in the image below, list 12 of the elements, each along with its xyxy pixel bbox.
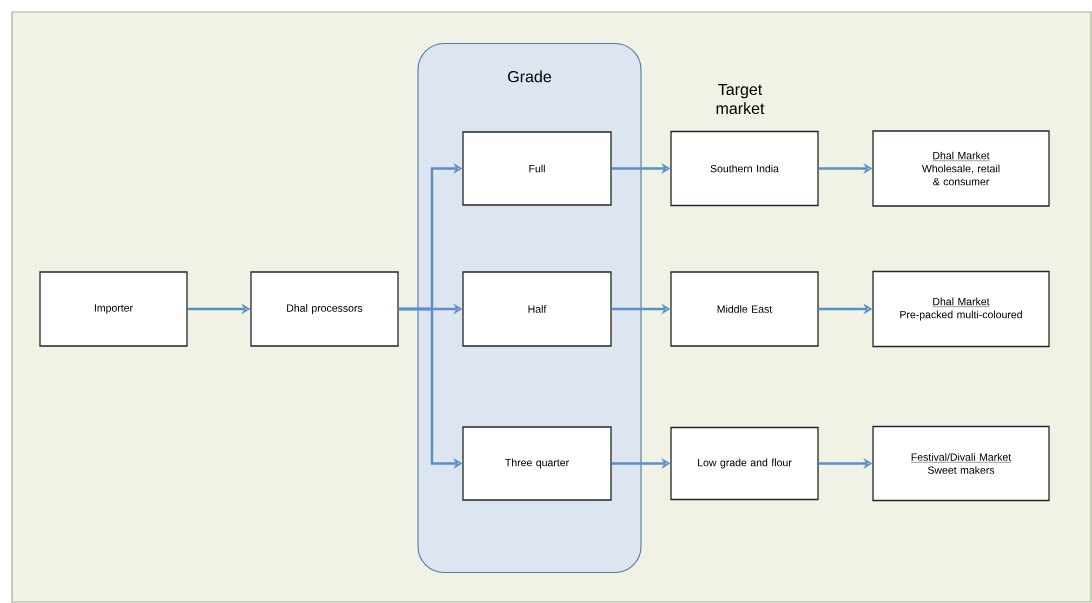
process-box: Importer	[39, 271, 188, 347]
process-box: Dhal Market Wholesale, retail & consumer	[872, 130, 1050, 207]
column-heading: Target market	[716, 83, 765, 115]
process-box: Dhal Market Pre-packed multi-coloured	[872, 270, 1050, 348]
process-box: Southern India	[670, 130, 819, 207]
process-box: Half	[462, 271, 612, 347]
process-box: Three quarter	[462, 426, 612, 501]
process-box: Full	[462, 131, 612, 206]
process-box: Festival/Divali Market Sweet makers	[872, 425, 1050, 502]
process-box: Dhal processors	[250, 271, 399, 347]
process-box: Middle East	[670, 271, 819, 347]
process-box: Low grade and flour	[670, 426, 819, 501]
